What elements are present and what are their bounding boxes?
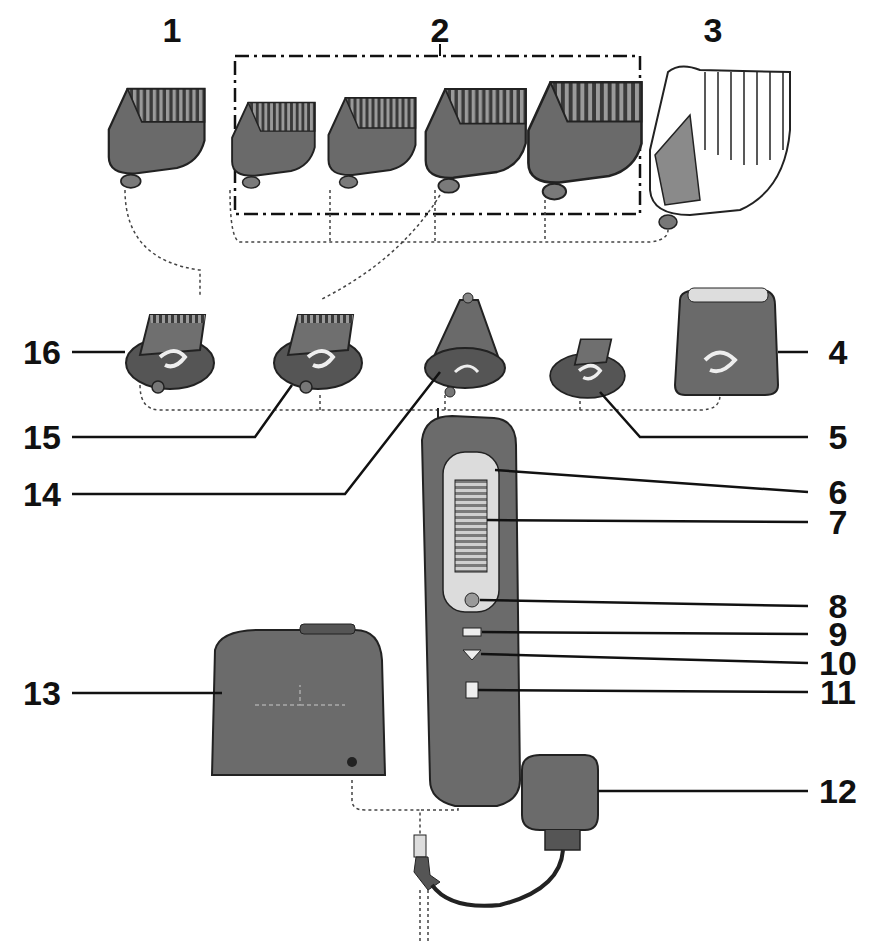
callout-number: 16 [23,335,61,369]
callout-number: 1 [163,13,182,47]
callout-number: 4 [829,335,848,369]
callout-number: 5 [829,420,848,454]
callout-number: 7 [829,505,848,539]
callout-number: 15 [23,420,61,454]
callout-number: 14 [23,477,61,511]
callout-number: 11 [820,675,856,709]
callout-number: 13 [23,676,61,710]
callout-number: 12 [819,774,857,808]
callout-number: 6 [829,475,848,509]
callout-number: 3 [704,13,723,47]
callout-number: 2 [431,13,450,47]
